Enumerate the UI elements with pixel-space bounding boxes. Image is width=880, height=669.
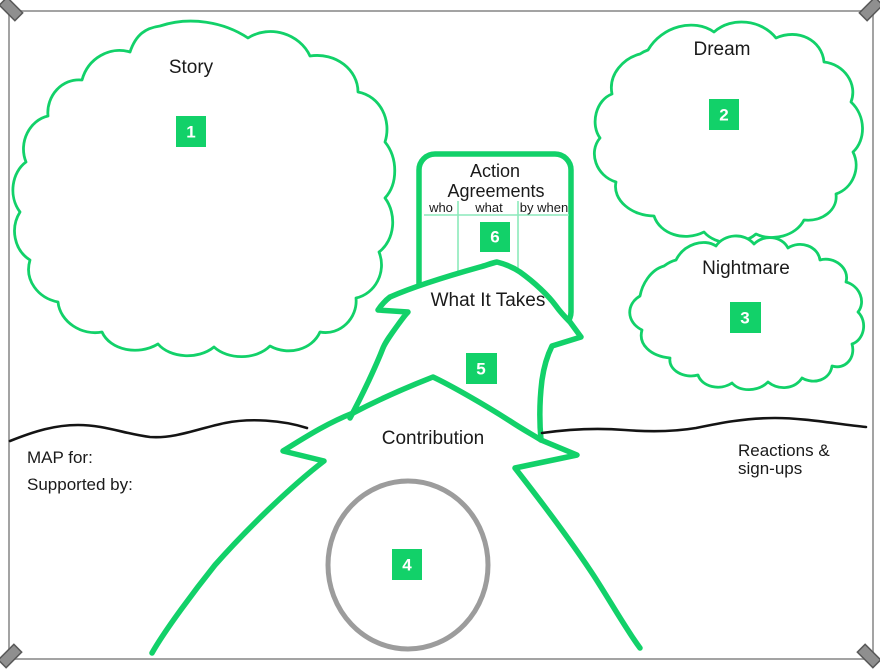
- step-badge-3: 3: [730, 302, 761, 333]
- corner-tape-top-left: [0, 0, 24, 22]
- page-border: [8, 10, 874, 660]
- corner-tape-bottom-left: [0, 643, 23, 669]
- what-it-takes-label: What It Takes: [431, 290, 546, 311]
- badge-number-2: 2: [719, 106, 728, 125]
- supported-by-label: Supported by:: [27, 475, 133, 494]
- column-header-what: what: [474, 200, 503, 215]
- badge-square-4: [392, 549, 422, 580]
- horizon-line-right: [540, 416, 868, 435]
- story-label: Story: [169, 57, 214, 78]
- corner-tape-bottom-right: [856, 643, 880, 669]
- badge-square-2: [709, 99, 739, 130]
- reactions-label-line1: Reactions &: [738, 441, 830, 460]
- badge-square-6: [480, 222, 510, 252]
- contribution-tree-outline: [149, 374, 643, 656]
- badge-square-5: [466, 353, 497, 384]
- step-badge-1: 1: [176, 116, 206, 147]
- column-header-who: who: [428, 200, 453, 215]
- badge-square-1: [176, 116, 206, 147]
- reactions-label-line2: sign-ups: [738, 459, 802, 478]
- dream-cloud: [592, 20, 864, 245]
- step-badge-6: 6: [480, 222, 510, 252]
- badge-number-5: 5: [476, 360, 485, 379]
- map-for-label: MAP for:: [27, 448, 93, 467]
- step-badge-5: 5: [466, 353, 497, 384]
- badge-square-3: [730, 302, 761, 333]
- nightmare-label: Nightmare: [702, 258, 790, 279]
- story-cloud: [11, 19, 397, 358]
- dream-label: Dream: [693, 39, 750, 60]
- corner-tape-top-right: [858, 0, 880, 22]
- action-agreements-title-line2: Agreements: [447, 181, 544, 201]
- badge-number-3: 3: [740, 309, 749, 328]
- horizon-line-left: [8, 418, 309, 443]
- step-badge-2: 2: [709, 99, 739, 130]
- contribution-label: Contribution: [382, 428, 484, 449]
- badge-number-6: 6: [490, 228, 499, 247]
- badge-number-4: 4: [402, 556, 412, 575]
- column-header-by-when: by when: [520, 200, 568, 215]
- badge-number-1: 1: [186, 123, 195, 142]
- step-badge-4: 4: [392, 549, 422, 580]
- what-it-takes-arrow-outline: [347, 259, 584, 443]
- action-agreements-title-line1: Action: [470, 161, 520, 181]
